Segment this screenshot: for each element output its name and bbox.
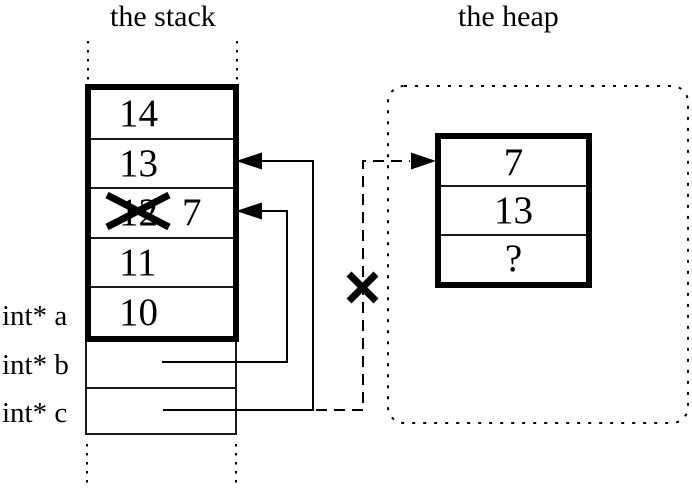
stack-frame-box: 14 13 12 7 11 10: [85, 84, 239, 342]
stack-cell-value: 10: [119, 290, 158, 334]
stack-cell-value: 14: [119, 92, 158, 136]
new-value: 7: [182, 191, 202, 235]
crossed-out-value: 12: [119, 191, 158, 235]
label-int-c: int* c: [2, 397, 68, 429]
label-int-a: int* a: [2, 300, 68, 332]
pointer-cell-c: [87, 386, 235, 434]
arrowhead-into-stack-13: [236, 152, 262, 170]
invalid-pointer-x-icon: [346, 271, 379, 304]
heap-cell-value: 7: [503, 140, 524, 184]
arrowhead-into-heap-block: [411, 152, 436, 170]
stack-cell-4: 10: [91, 286, 233, 336]
heap-cell-0: 7: [441, 139, 586, 185]
stack-cell-0: 14: [91, 90, 233, 138]
stack-cell-value: 11: [119, 241, 157, 285]
heap-block-box: 7 13 ?: [435, 133, 592, 288]
stack-cell-3: 11: [91, 236, 233, 287]
arrowhead-into-stack-12: [236, 202, 262, 220]
stack-cell-value: 13: [119, 141, 158, 185]
pointer-cell-b: [87, 342, 235, 387]
heap-cell-1: 13: [441, 185, 586, 233]
dangling-pointer-dashed-line: [316, 160, 410, 411]
heap-cell-2: ?: [441, 233, 586, 282]
stack-cell-2-overwritten: 12 7: [91, 187, 233, 237]
stack-title: the stack: [110, 0, 216, 33]
heap-title: the heap: [458, 0, 559, 33]
stack-cell-1: 13: [91, 137, 233, 188]
pointer-variable-cells: [85, 342, 237, 435]
heap-cell-value: 13: [494, 188, 533, 232]
heap-cell-value: ?: [504, 237, 523, 281]
label-int-b: int* b: [2, 349, 69, 381]
